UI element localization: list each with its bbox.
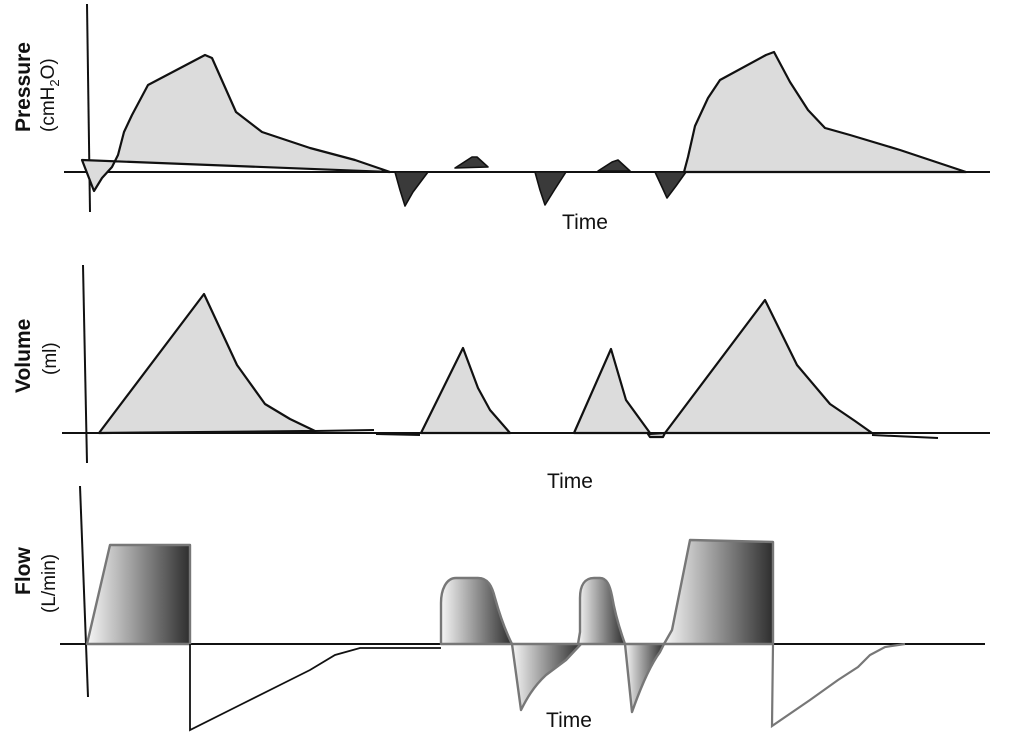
- flow-inspiration-2: [439, 576, 514, 646]
- volume-tail-1: [314, 429, 375, 432]
- volume-y-axis: [82, 264, 88, 464]
- flow-panel: Flow (L/min) Time: [12, 485, 985, 732]
- volume-unit: (ml): [40, 342, 61, 375]
- flow-unit: (L/min): [39, 554, 60, 613]
- pressure-dip-2: [534, 171, 567, 206]
- pressure-breath-1: [80, 53, 392, 193]
- volume-breath-4: [663, 298, 874, 435]
- flow-inspiration-4: [662, 538, 775, 646]
- flow-inspiration-1: [85, 543, 192, 646]
- volume-tail-3: [871, 434, 939, 439]
- volume-tail-2: [375, 433, 421, 436]
- pressure-time-label: Time: [562, 211, 608, 234]
- volume-breath-2: [419, 346, 512, 435]
- volume-breath-3: [572, 347, 652, 435]
- pressure-label: Pressure: [12, 42, 35, 132]
- flow-expiration-4: [770, 642, 906, 729]
- volume-label: Volume: [12, 319, 35, 393]
- volume-panel: Volume (ml) Time: [12, 264, 990, 493]
- pressure-dip-1: [394, 171, 429, 207]
- volume-time-label: Time: [547, 470, 593, 493]
- flow-time-label: Time: [546, 709, 592, 732]
- flow-y-axis: [79, 485, 89, 698]
- pressure-unit: (cmH2O): [38, 58, 62, 132]
- flow-expiration-3: [623, 642, 666, 714]
- pressure-breath-2: [682, 50, 968, 174]
- pressure-panel: Pressure (cmH2O) Time: [12, 3, 990, 234]
- flow-inspiration-3: [576, 576, 627, 646]
- pressure-bump-2: [597, 159, 631, 172]
- pressure-dip-3: [654, 171, 687, 199]
- flow-label: Flow: [12, 547, 35, 595]
- volume-dip: [646, 431, 667, 439]
- pressure-bump-1: [454, 156, 489, 169]
- flow-expiration-2: [510, 642, 583, 712]
- flow-expiration-1: [189, 644, 441, 732]
- volume-breath-1: [97, 292, 317, 435]
